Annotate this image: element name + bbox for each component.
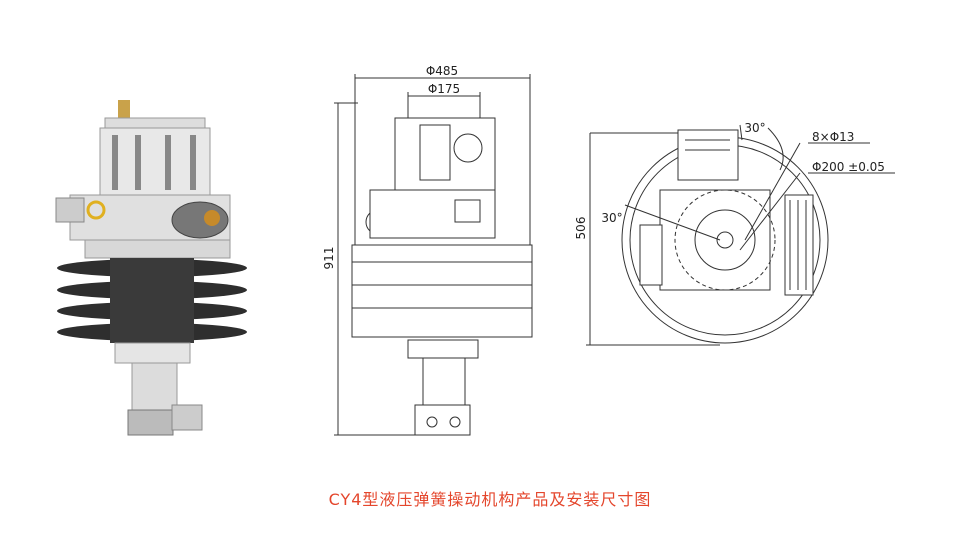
dim-height: 911	[322, 247, 336, 270]
product-render	[55, 100, 247, 436]
drawing-caption: CY4型液压弹簧操动机构产品及安装尺寸图	[328, 490, 652, 509]
front-view	[334, 74, 533, 436]
dim-outer-diameter: Φ485	[426, 64, 458, 78]
dim-pitch-diameter: Φ200 ±0.05	[812, 160, 885, 174]
dim-top-height: 506	[574, 217, 588, 240]
top-view	[586, 124, 895, 346]
dim-angle-left: 30°	[601, 211, 622, 225]
dim-inner-diameter: Φ175	[428, 82, 460, 96]
dim-angle-top: 30°	[744, 121, 765, 135]
dim-holes: 8×Φ13	[812, 130, 854, 144]
